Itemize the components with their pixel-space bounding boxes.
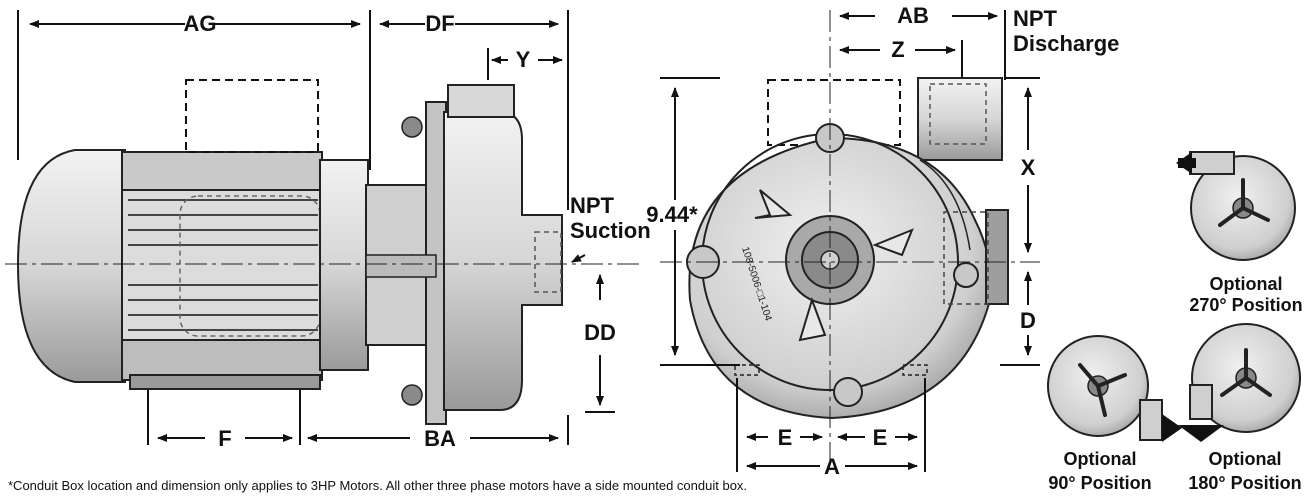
discharge-arrow-icon — [1178, 425, 1224, 442]
conduit-box-side-dashed — [943, 211, 989, 305]
motor-flange — [319, 159, 369, 371]
label-e-right: E — [873, 425, 888, 450]
label-npt-suction-2: Suction — [570, 218, 651, 243]
front-dimensions — [660, 10, 1040, 472]
discharge-nozzle — [917, 77, 1003, 161]
base-pad — [734, 364, 760, 376]
mounting-lug — [953, 262, 979, 288]
rotation-arrow-icon — [754, 189, 793, 219]
label-f: F — [218, 426, 231, 451]
label-dd: DD — [584, 320, 616, 345]
optional-90 — [1047, 335, 1182, 442]
bolt-icon — [401, 384, 423, 406]
label-z: Z — [891, 37, 904, 62]
discharge-port-side — [447, 84, 515, 118]
rotation-arrow-icon — [872, 228, 914, 257]
label-df: DF — [425, 11, 454, 36]
side-view — [5, 79, 640, 425]
label-ba: BA — [424, 426, 456, 451]
pump-casing — [443, 111, 563, 411]
side-dimensions — [17, 10, 615, 445]
motor-top-band — [121, 151, 323, 191]
conduit-box-side — [985, 209, 1009, 305]
label-y: Y — [516, 47, 531, 72]
label-d: D — [1020, 308, 1036, 333]
optional-180 — [1178, 323, 1301, 442]
conduit-box-outline — [185, 79, 319, 153]
optional-270 — [1176, 151, 1296, 261]
footnote: *Conduit Box location and dimension only… — [8, 478, 747, 493]
label-ag: AG — [184, 11, 217, 36]
label-a: A — [824, 454, 840, 479]
label-opt90-1: Optional — [1064, 449, 1137, 469]
label-9-44: 9.44* — [646, 202, 698, 227]
label-opt180-2: 180° Position — [1188, 473, 1301, 493]
label-npt-discharge-1: NPT — [1013, 6, 1058, 31]
label-x: X — [1021, 155, 1036, 180]
volute-channel — [919, 159, 971, 251]
label-opt180-1: Optional — [1209, 449, 1282, 469]
discharge-arrow-icon — [1162, 414, 1182, 442]
label-npt-suction-1: NPT — [570, 193, 615, 218]
discharge-nozzle-bore — [929, 83, 987, 145]
label-ab: AB — [897, 3, 929, 28]
suction-port-inner — [534, 231, 562, 293]
pump-shaft — [365, 254, 437, 278]
front-view: 108-5006-□1-104 — [660, 10, 1040, 470]
motor-end-cap — [16, 149, 126, 383]
dimension-labels: AG DF Y AB Z X D DD F BA E E A 9.44* NPT… — [8, 3, 1303, 493]
rotation-arrow-icon — [798, 296, 827, 342]
bolt-icon — [401, 116, 423, 138]
label-opt90-2: 90° Position — [1048, 473, 1151, 493]
label-opt270-2: 270° Position — [1189, 295, 1302, 315]
base-pad — [902, 364, 928, 376]
label-npt-discharge-2: Discharge — [1013, 31, 1119, 56]
mounting-lug — [833, 377, 863, 407]
motor-foot — [129, 374, 321, 390]
label-e-left: E — [778, 425, 793, 450]
label-opt270-1: Optional — [1210, 274, 1283, 294]
